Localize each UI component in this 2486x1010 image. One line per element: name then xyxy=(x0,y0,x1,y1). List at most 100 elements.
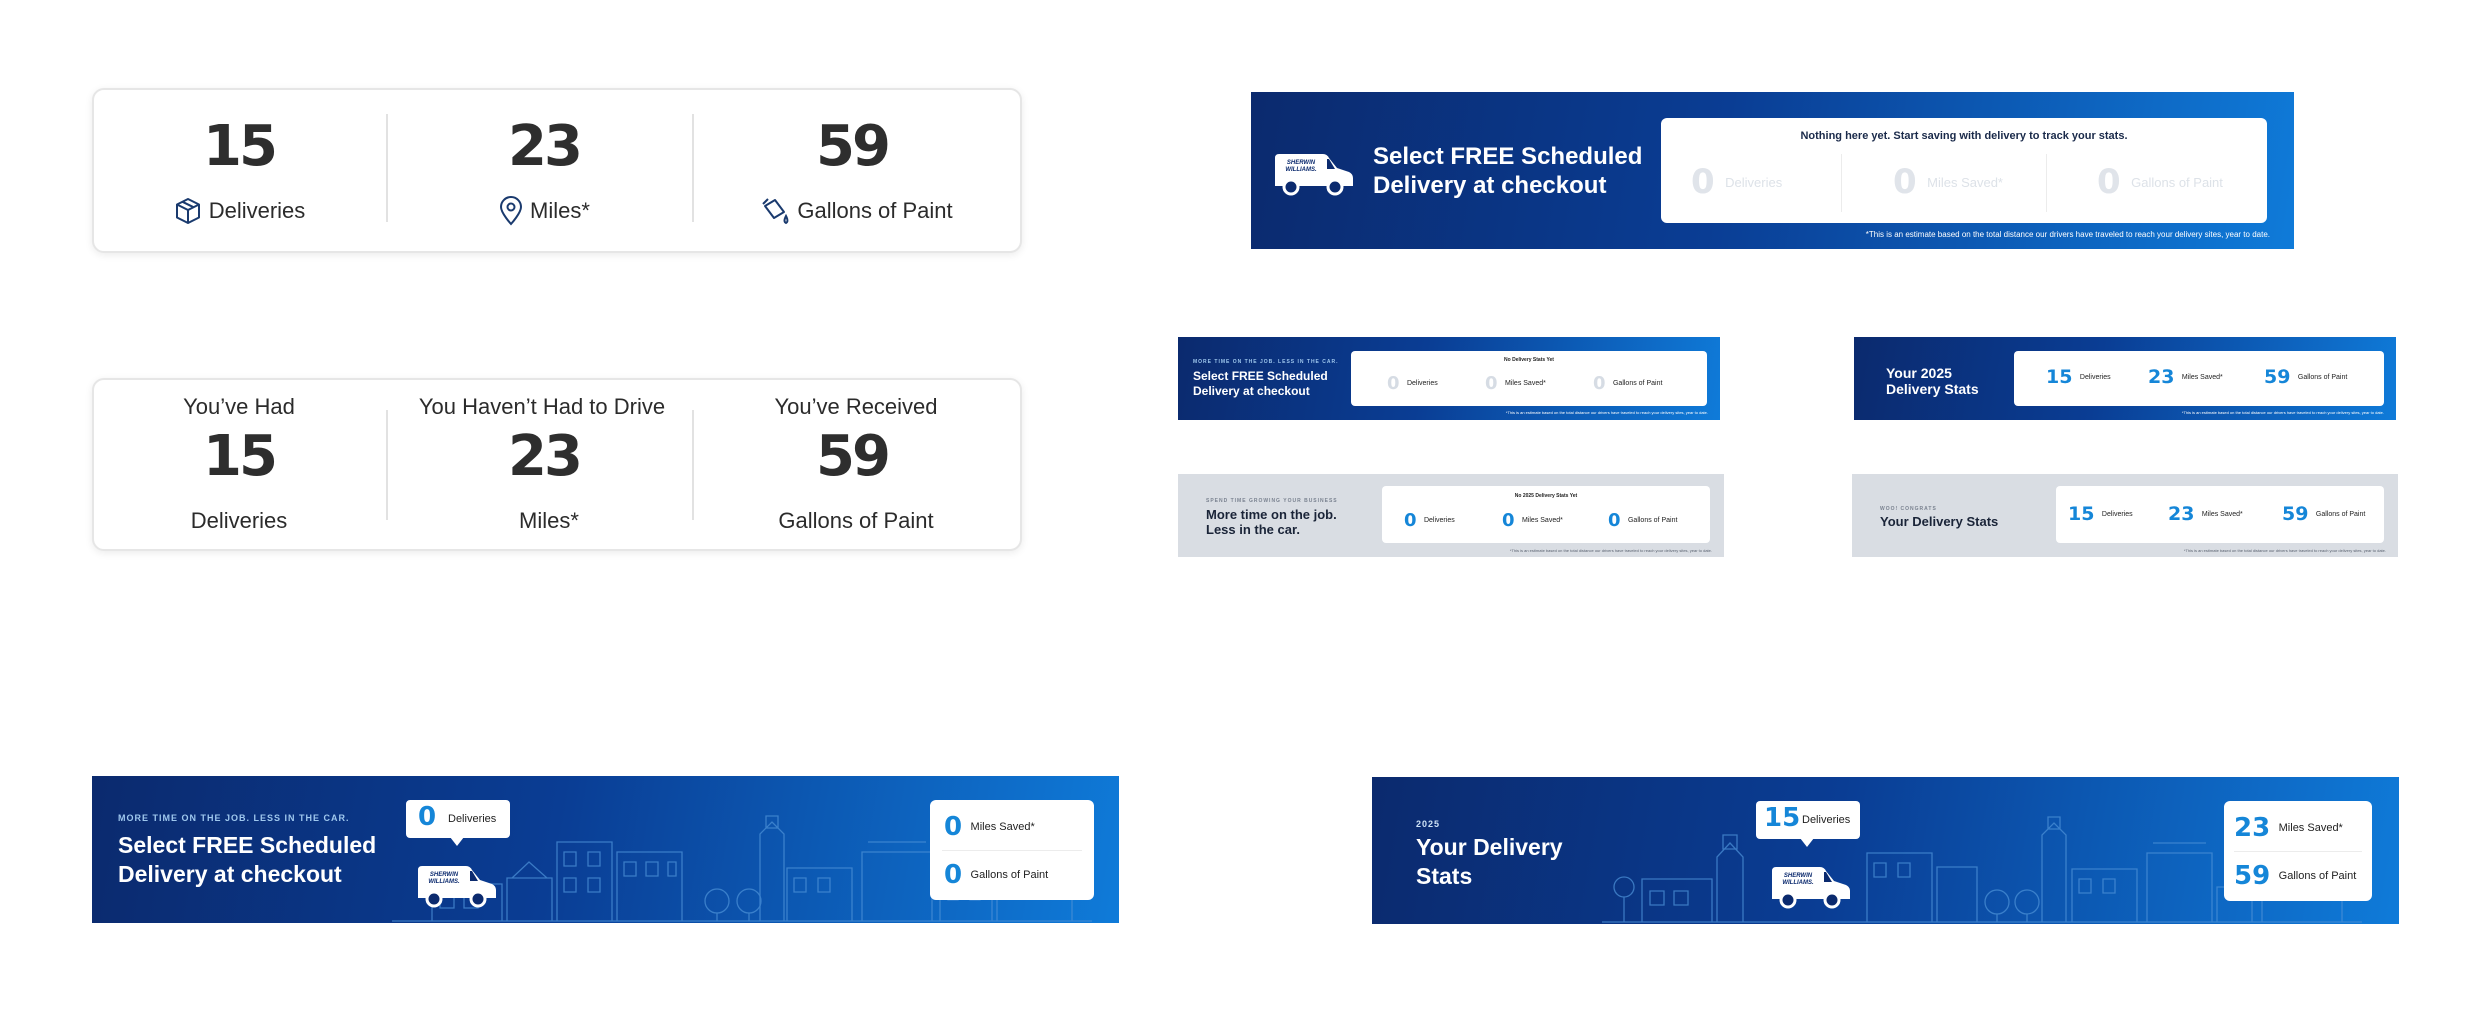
van-icon: SHERWIN WILLIAMS. xyxy=(1768,863,1852,909)
eyebrow: MORE TIME ON THE JOB. LESS IN THE CAR. xyxy=(118,813,350,823)
deliveries-label: Deliveries xyxy=(2101,510,2133,518)
miles-label: Miles Saved* xyxy=(1521,517,1563,524)
miles-count: 23 xyxy=(2148,366,2175,388)
stat-miles: 23 Miles Saved* xyxy=(2234,813,2343,843)
stat-gallons: 59 Gallons of Paint xyxy=(2264,366,2347,388)
delivery-promo-banner-large[interactable]: SHERWIN WILLIAMS. Select FREE Scheduled … xyxy=(1251,92,2294,249)
headline: Your Delivery Stats xyxy=(1416,833,1563,891)
stat-deliveries: 0 Deliveries xyxy=(1691,162,1782,202)
headline: More time on the job. Less in the car. xyxy=(1206,507,1337,537)
headline-line-2: Less in the car. xyxy=(1206,522,1300,537)
headline: Select FREE Scheduled Delivery at checko… xyxy=(118,831,376,889)
deliveries-count: 15 xyxy=(2068,503,2095,525)
footnote: *This is an estimate based on the total … xyxy=(1505,410,1708,415)
deliveries-count: 15 xyxy=(1764,803,1801,833)
deliveries-label: Deliveries xyxy=(1725,174,1783,190)
miles-count: 0 xyxy=(1893,162,1917,202)
stats-card-phrases: You’ve Had 15 Deliveries You Haven’t Had… xyxy=(92,378,1022,551)
gallons-count: 0 xyxy=(1608,510,1621,531)
stat-deliveries: 15 Deliveries xyxy=(2046,366,2111,388)
deliveries-count: 15 xyxy=(2046,366,2073,388)
van-logo-text: SHERWIN WILLIAMS. xyxy=(1782,873,1814,886)
paint-bucket-icon xyxy=(759,196,791,226)
gallons-count: 59 xyxy=(2234,861,2271,891)
delivery-promo-banner-grey[interactable]: SPEND TIME GROWING YOUR BUSINESS More ti… xyxy=(1178,474,1724,557)
divider xyxy=(2234,851,2362,852)
divider xyxy=(386,114,388,222)
footnote: *This is an estimate based on the total … xyxy=(1509,548,1712,553)
miles-label-row: Miles* xyxy=(399,196,689,226)
city-delivery-promo-banner[interactable]: MORE TIME ON THE JOB. LESS IN THE CAR. S… xyxy=(92,776,1119,923)
miles-count: 0 xyxy=(1485,373,1498,394)
stats-panel: 23 Miles Saved* 59 Gallons of Paint xyxy=(2224,801,2372,901)
empty-state-message: No Delivery Stats Yet xyxy=(1504,357,1554,363)
divider xyxy=(942,850,1082,851)
gallons-label: Gallons of Paint xyxy=(1627,517,1678,524)
eyebrow: SPEND TIME GROWING YOUR BUSINESS xyxy=(1206,498,1338,504)
van-icon: SHERWIN WILLIAMS. xyxy=(1271,150,1355,196)
deliveries-count: 0 xyxy=(1404,510,1417,531)
deliveries-count: 15 xyxy=(203,114,278,179)
headline: Select FREE Scheduled Delivery at checko… xyxy=(1373,142,1642,200)
gallons-label: Gallons of Paint xyxy=(1612,380,1663,387)
stat-gallons: 59 Gallons of Paint xyxy=(2234,861,2356,891)
gallons-label: Gallons of Paint xyxy=(2278,870,2357,882)
stat-deliveries: 15 Deliveries xyxy=(2068,503,2133,525)
divider xyxy=(692,410,694,520)
deliveries-label: Deliveries xyxy=(448,813,497,825)
deliveries-count: 15 xyxy=(203,424,278,489)
divider xyxy=(2046,154,2047,212)
gallons-count: 59 xyxy=(816,114,891,179)
havent-driven-label: You Haven’t Had to Drive xyxy=(418,394,666,419)
divider xyxy=(692,114,694,222)
miles-label: Miles Saved* xyxy=(2181,373,2223,381)
stats-panel: 0 Miles Saved* 0 Gallons of Paint xyxy=(930,800,1094,900)
stat-gallons: 0 Gallons of Paint xyxy=(2097,162,2223,202)
stat-gallons: 59 Gallons of Paint xyxy=(2282,503,2365,525)
deliveries-label: Deliveries xyxy=(208,198,306,223)
miles-label: Miles Saved* xyxy=(970,821,1035,833)
deliveries-count: 0 xyxy=(1387,373,1400,394)
headline-line-2: Delivery at checkout xyxy=(1373,172,1607,199)
footnote: *This is an estimate based on the total … xyxy=(2181,410,2384,415)
bubble-pointer xyxy=(1800,838,1814,847)
van-logo-text: SHERWIN WILLIAMS. xyxy=(1285,160,1317,173)
stat-deliveries: 0 Deliveries xyxy=(1404,510,1455,531)
delivery-stats-banner-grey[interactable]: WOO! CONGRATS Your Delivery Stats 15 Del… xyxy=(1852,474,2398,557)
stat-miles: 0 Miles Saved* xyxy=(1502,510,1563,531)
bubble-pointer xyxy=(450,837,464,846)
delivery-stats-banner-small[interactable]: Your 2025 Delivery Stats 15 Deliveries 2… xyxy=(1854,337,2396,420)
city-delivery-stats-banner[interactable]: 2025 Your Delivery Stats 15 Deliveries S… xyxy=(1372,777,2399,924)
stat-deliveries: 0 Deliveries xyxy=(1387,373,1438,394)
stat-gallons: 0 Gallons of Paint xyxy=(1608,510,1677,531)
divider xyxy=(386,410,388,520)
van-icon: SHERWIN WILLIAMS. xyxy=(414,862,498,908)
miles-count: 23 xyxy=(508,424,583,489)
box-icon xyxy=(173,196,203,226)
headline-line-1: Your Delivery xyxy=(1416,834,1563,860)
headline-line-1: Your Delivery Stats xyxy=(1880,514,1999,529)
deliveries-label: Deliveries xyxy=(1406,380,1438,387)
miles-label: Miles* xyxy=(530,198,590,223)
deliveries-bubble: 0 Deliveries xyxy=(406,800,510,846)
gallons-label: Gallons of Paint xyxy=(970,869,1049,881)
gallons-label-row: Gallons of Paint xyxy=(706,196,1006,226)
headline-line-1: More time on the job. xyxy=(1206,507,1337,522)
eyebrow: WOO! CONGRATS xyxy=(1880,506,1937,512)
stat-miles: 23 Miles Saved* xyxy=(2168,503,2243,525)
footnote: *This is an estimate based on the total … xyxy=(2183,548,2386,553)
gallons-count: 0 xyxy=(944,860,963,890)
stat-miles: 0 Miles Saved* xyxy=(1893,162,2003,202)
delivery-promo-banner-small[interactable]: MORE TIME ON THE JOB. LESS IN THE CAR. S… xyxy=(1178,337,1720,420)
stats-panel: No 2025 Delivery Stats Yet 0 Deliveries … xyxy=(1382,486,1710,543)
gallons-label: Gallons of Paint xyxy=(2131,174,2223,190)
stats-panel: 15 Deliveries 23 Miles Saved* 59 Gallons… xyxy=(2014,351,2384,406)
stat-miles: 0 Miles Saved* xyxy=(1485,373,1546,394)
miles-count: 0 xyxy=(944,812,963,842)
headline-line-2: Delivery Stats xyxy=(1886,381,1979,397)
miles-label: Miles* xyxy=(519,508,579,533)
stats-panel: Nothing here yet. Start saving with deli… xyxy=(1661,118,2267,223)
miles-count: 23 xyxy=(2168,503,2195,525)
stat-miles: 23 Miles Saved* xyxy=(2148,366,2223,388)
deliveries-label: Deliveries xyxy=(1423,517,1455,524)
